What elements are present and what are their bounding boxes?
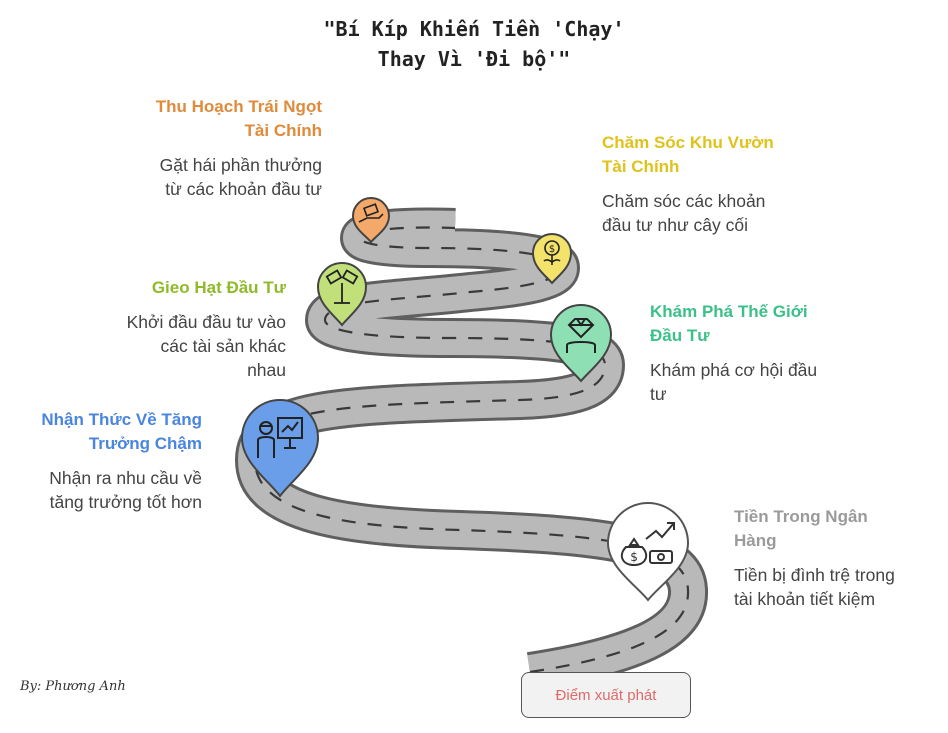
presentation-person-icon bbox=[257, 417, 303, 458]
diamond-hand-icon bbox=[566, 318, 596, 353]
pin-garden: $ bbox=[531, 233, 573, 285]
money-bag-growth-icon: $ bbox=[620, 522, 675, 567]
step-harvest-heading: Thu Hoạch Trái Ngọt Tài Chính bbox=[100, 95, 322, 143]
pin-bank: $ bbox=[606, 502, 690, 602]
step-awareness-heading: Nhận Thức Về Tăng Trưởng Chậm bbox=[6, 408, 202, 456]
step-awareness-heading-line: Trưởng Chậm bbox=[88, 434, 202, 453]
step-seed-desc-line: các tài sản khác bbox=[160, 336, 286, 356]
step-garden-heading-line: Tài Chính bbox=[602, 157, 680, 176]
step-awareness-heading-line: Nhận Thức Về Tăng bbox=[41, 410, 202, 429]
step-seed-heading: Gieo Hạt Đầu Tư bbox=[80, 276, 286, 300]
step-explore-description: Khám phá cơ hội đầu tư bbox=[650, 358, 870, 406]
step-explore-desc-line: Khám phá cơ hội đầu bbox=[650, 360, 818, 380]
step-bank-description: Tiền bị đình trệ trong tài khoản tiết ki… bbox=[734, 563, 934, 611]
step-seed-desc-line: Khởi đầu đầu tư vào bbox=[126, 312, 286, 332]
step-bank-heading-line: Tiền Trong Ngân bbox=[734, 507, 868, 526]
start-point-button[interactable]: Điểm xuất phát bbox=[521, 672, 691, 718]
step-harvest: Thu Hoạch Trái Ngọt Tài Chính Gặt hái ph… bbox=[100, 95, 322, 201]
step-seed-heading-line: Gieo Hạt Đầu Tư bbox=[151, 278, 286, 297]
step-seed-description: Khởi đầu đầu tư vào các tài sản khác nha… bbox=[80, 310, 286, 382]
title-line-1: "Bí Kíp Khiến Tiền 'Chạy' bbox=[323, 17, 625, 41]
step-awareness-desc-line: tăng trưởng tốt hơn bbox=[49, 492, 202, 512]
step-harvest-heading-line: Thu Hoạch Trái Ngọt bbox=[155, 97, 322, 116]
step-garden-desc-line: đầu tư như cây cối bbox=[602, 215, 749, 235]
step-bank-heading: Tiền Trong Ngân Hàng bbox=[734, 505, 934, 553]
pin-explore bbox=[549, 304, 613, 383]
step-garden: Chăm Sóc Khu Vườn Tài Chính Chăm sóc các… bbox=[602, 131, 842, 237]
pin-awareness bbox=[240, 399, 320, 498]
step-bank: Tiền Trong Ngân Hàng Tiền bị đình trệ tr… bbox=[734, 505, 934, 611]
pin-seed bbox=[316, 262, 368, 327]
step-explore-heading-line: Đầu Tư bbox=[650, 326, 710, 345]
page-title: "Bí Kíp Khiến Tiền 'Chạy' Thay Vì 'Đi bộ… bbox=[0, 14, 948, 74]
step-harvest-desc-line: Gặt hái phần thưởng bbox=[159, 155, 322, 175]
step-explore-heading-line: Khám Phá Thế Giới bbox=[650, 302, 808, 321]
step-harvest-description: Gặt hái phần thưởng từ các khoản đầu tư bbox=[100, 153, 322, 201]
svg-text:$: $ bbox=[549, 244, 555, 255]
step-awareness-desc-line: Nhận ra nhu cầu về bbox=[49, 468, 202, 488]
step-seed-desc-line: nhau bbox=[247, 360, 286, 380]
road-center-dashes bbox=[253, 226, 690, 674]
step-bank-desc-line: tài khoản tiết kiệm bbox=[734, 589, 876, 609]
money-plant-icon bbox=[325, 269, 359, 304]
step-garden-heading: Chăm Sóc Khu Vườn Tài Chính bbox=[602, 131, 842, 179]
pin-harvest bbox=[351, 197, 391, 244]
step-explore-desc-line: tư bbox=[650, 384, 667, 404]
title-line-2: Thay Vì 'Đi bộ'" bbox=[377, 47, 571, 71]
start-point-label: Điểm xuất phát bbox=[555, 686, 657, 704]
step-seed: Gieo Hạt Đầu Tư Khởi đầu đầu tư vào các … bbox=[80, 276, 286, 382]
step-garden-desc-line: Chăm sóc các khoản bbox=[602, 191, 766, 211]
step-bank-desc-line: Tiền bị đình trệ trong bbox=[734, 565, 895, 585]
step-harvest-heading-line: Tài Chính bbox=[244, 121, 322, 140]
step-harvest-desc-line: từ các khoản đầu tư bbox=[165, 179, 322, 199]
svg-text:$: $ bbox=[630, 550, 638, 564]
money-in-hand-icon bbox=[358, 203, 384, 223]
step-awareness-description: Nhận ra nhu cầu về tăng trưởng tốt hơn bbox=[6, 466, 202, 514]
step-awareness: Nhận Thức Về Tăng Trưởng Chậm Nhận ra nh… bbox=[6, 408, 202, 514]
dollar-flower-icon: $ bbox=[543, 240, 561, 265]
byline: By: Phương Anh bbox=[20, 679, 126, 694]
step-garden-heading-line: Chăm Sóc Khu Vườn bbox=[602, 133, 774, 152]
step-explore: Khám Phá Thế Giới Đầu Tư Khám phá cơ hội… bbox=[650, 300, 870, 406]
step-bank-heading-line: Hàng bbox=[734, 531, 777, 550]
step-garden-description: Chăm sóc các khoản đầu tư như cây cối bbox=[602, 189, 842, 237]
step-explore-heading: Khám Phá Thế Giới Đầu Tư bbox=[650, 300, 870, 348]
